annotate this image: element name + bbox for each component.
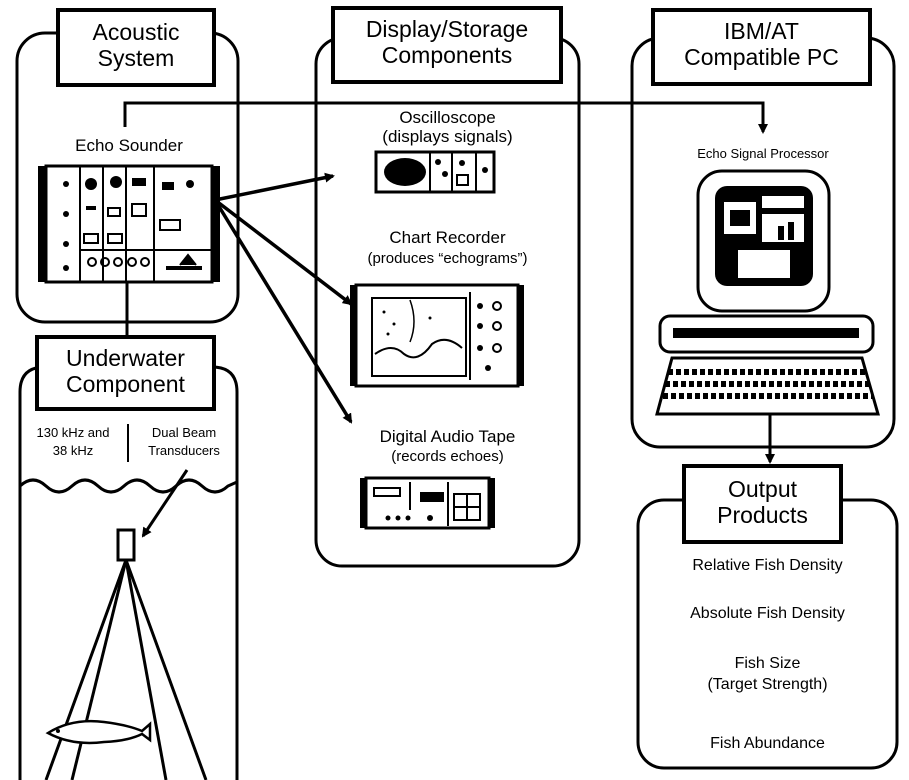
- chart-recorder-icon: [350, 283, 524, 388]
- pc-title-box: [651, 8, 872, 86]
- display-title-line1: Display/Storage: [365, 16, 529, 42]
- transducer-line2: Transducers: [148, 442, 220, 458]
- acoustic-system-title: Acoustic System: [58, 19, 214, 72]
- dat-name: Digital Audio Tape: [379, 427, 516, 446]
- output-item-relative-density: Relative Fish Density: [692, 557, 843, 574]
- pc-title-line1: IBM/AT: [724, 18, 799, 44]
- frequency-line2: 38 kHz: [52, 442, 94, 458]
- oscilloscope-desc: (displays signals): [382, 127, 513, 147]
- fish-icon: [45, 719, 152, 745]
- frequency-line1: 130 kHz and: [36, 425, 110, 440]
- transducer-line1: Dual Beam: [151, 425, 217, 440]
- fish-size-line1: Fish Size: [734, 655, 801, 672]
- output-item-absolute-density: Absolute Fish Density: [690, 605, 845, 622]
- output-item-fish-size: Fish Size (Target Strength): [640, 655, 895, 694]
- transducer-icon: [116, 528, 136, 562]
- fish-size-line2: (Target Strength): [707, 675, 828, 693]
- arrow-to-pc: [123, 101, 768, 134]
- echo-sounder-label: Echo Sounder: [75, 136, 183, 155]
- display-title-line2: Components: [381, 41, 513, 68]
- water-surface: [18, 478, 238, 494]
- digital-audio-tape-icon: [360, 476, 495, 530]
- computer-icon: [655, 169, 880, 416]
- acoustic-title-box: [56, 8, 216, 87]
- dat-desc: (records echoes): [391, 448, 504, 466]
- pc-title: IBM/AT Compatible PC: [653, 18, 870, 71]
- acoustic-title-line1: Acoustic: [92, 19, 180, 45]
- oscilloscope-label: Oscilloscope (displays signals): [326, 108, 569, 146]
- echo-signal-processor-label: Echo Signal Processor: [697, 146, 829, 161]
- oscilloscope-icon: [374, 150, 496, 194]
- frequency-label: 130 kHz and 38 kHz: [22, 425, 124, 458]
- underwater-title-line2: Component: [66, 370, 185, 397]
- output-title-line1: Output: [727, 476, 798, 502]
- underwater-title: Underwater Component: [37, 345, 214, 398]
- arrow-to-transducer: [141, 469, 189, 538]
- acoustic-title-line2: System: [97, 44, 175, 71]
- transducer-label: Dual Beam Transducers: [132, 425, 236, 458]
- display-storage-title: Display/Storage Components: [333, 16, 561, 69]
- underwater-title-line1: Underwater: [66, 345, 185, 371]
- output-title-line2: Products: [717, 501, 808, 528]
- arrow-to-oscilloscope: [214, 172, 335, 202]
- output-title-box: [682, 464, 843, 544]
- chart-recorder-desc: (produces “echograms”): [367, 250, 528, 268]
- echo-sounder-icon: [38, 164, 220, 284]
- chart-recorder-name: Chart Recorder: [389, 228, 506, 247]
- display-title-box: [331, 6, 563, 84]
- output-item-fish-abundance: Fish Abundance: [710, 735, 825, 752]
- oscilloscope-name: Oscilloscope: [399, 108, 496, 127]
- arrow-to-chart-recorder: [213, 198, 353, 306]
- sonar-beam: [44, 559, 208, 780]
- pc-title-line2: Compatible PC: [684, 43, 839, 70]
- arrow-to-dat: [213, 199, 353, 424]
- dat-label: Digital Audio Tape (records echoes): [326, 427, 569, 466]
- output-title: Output Products: [684, 476, 841, 529]
- chart-recorder-label: Chart Recorder (produces “echograms”): [326, 228, 569, 268]
